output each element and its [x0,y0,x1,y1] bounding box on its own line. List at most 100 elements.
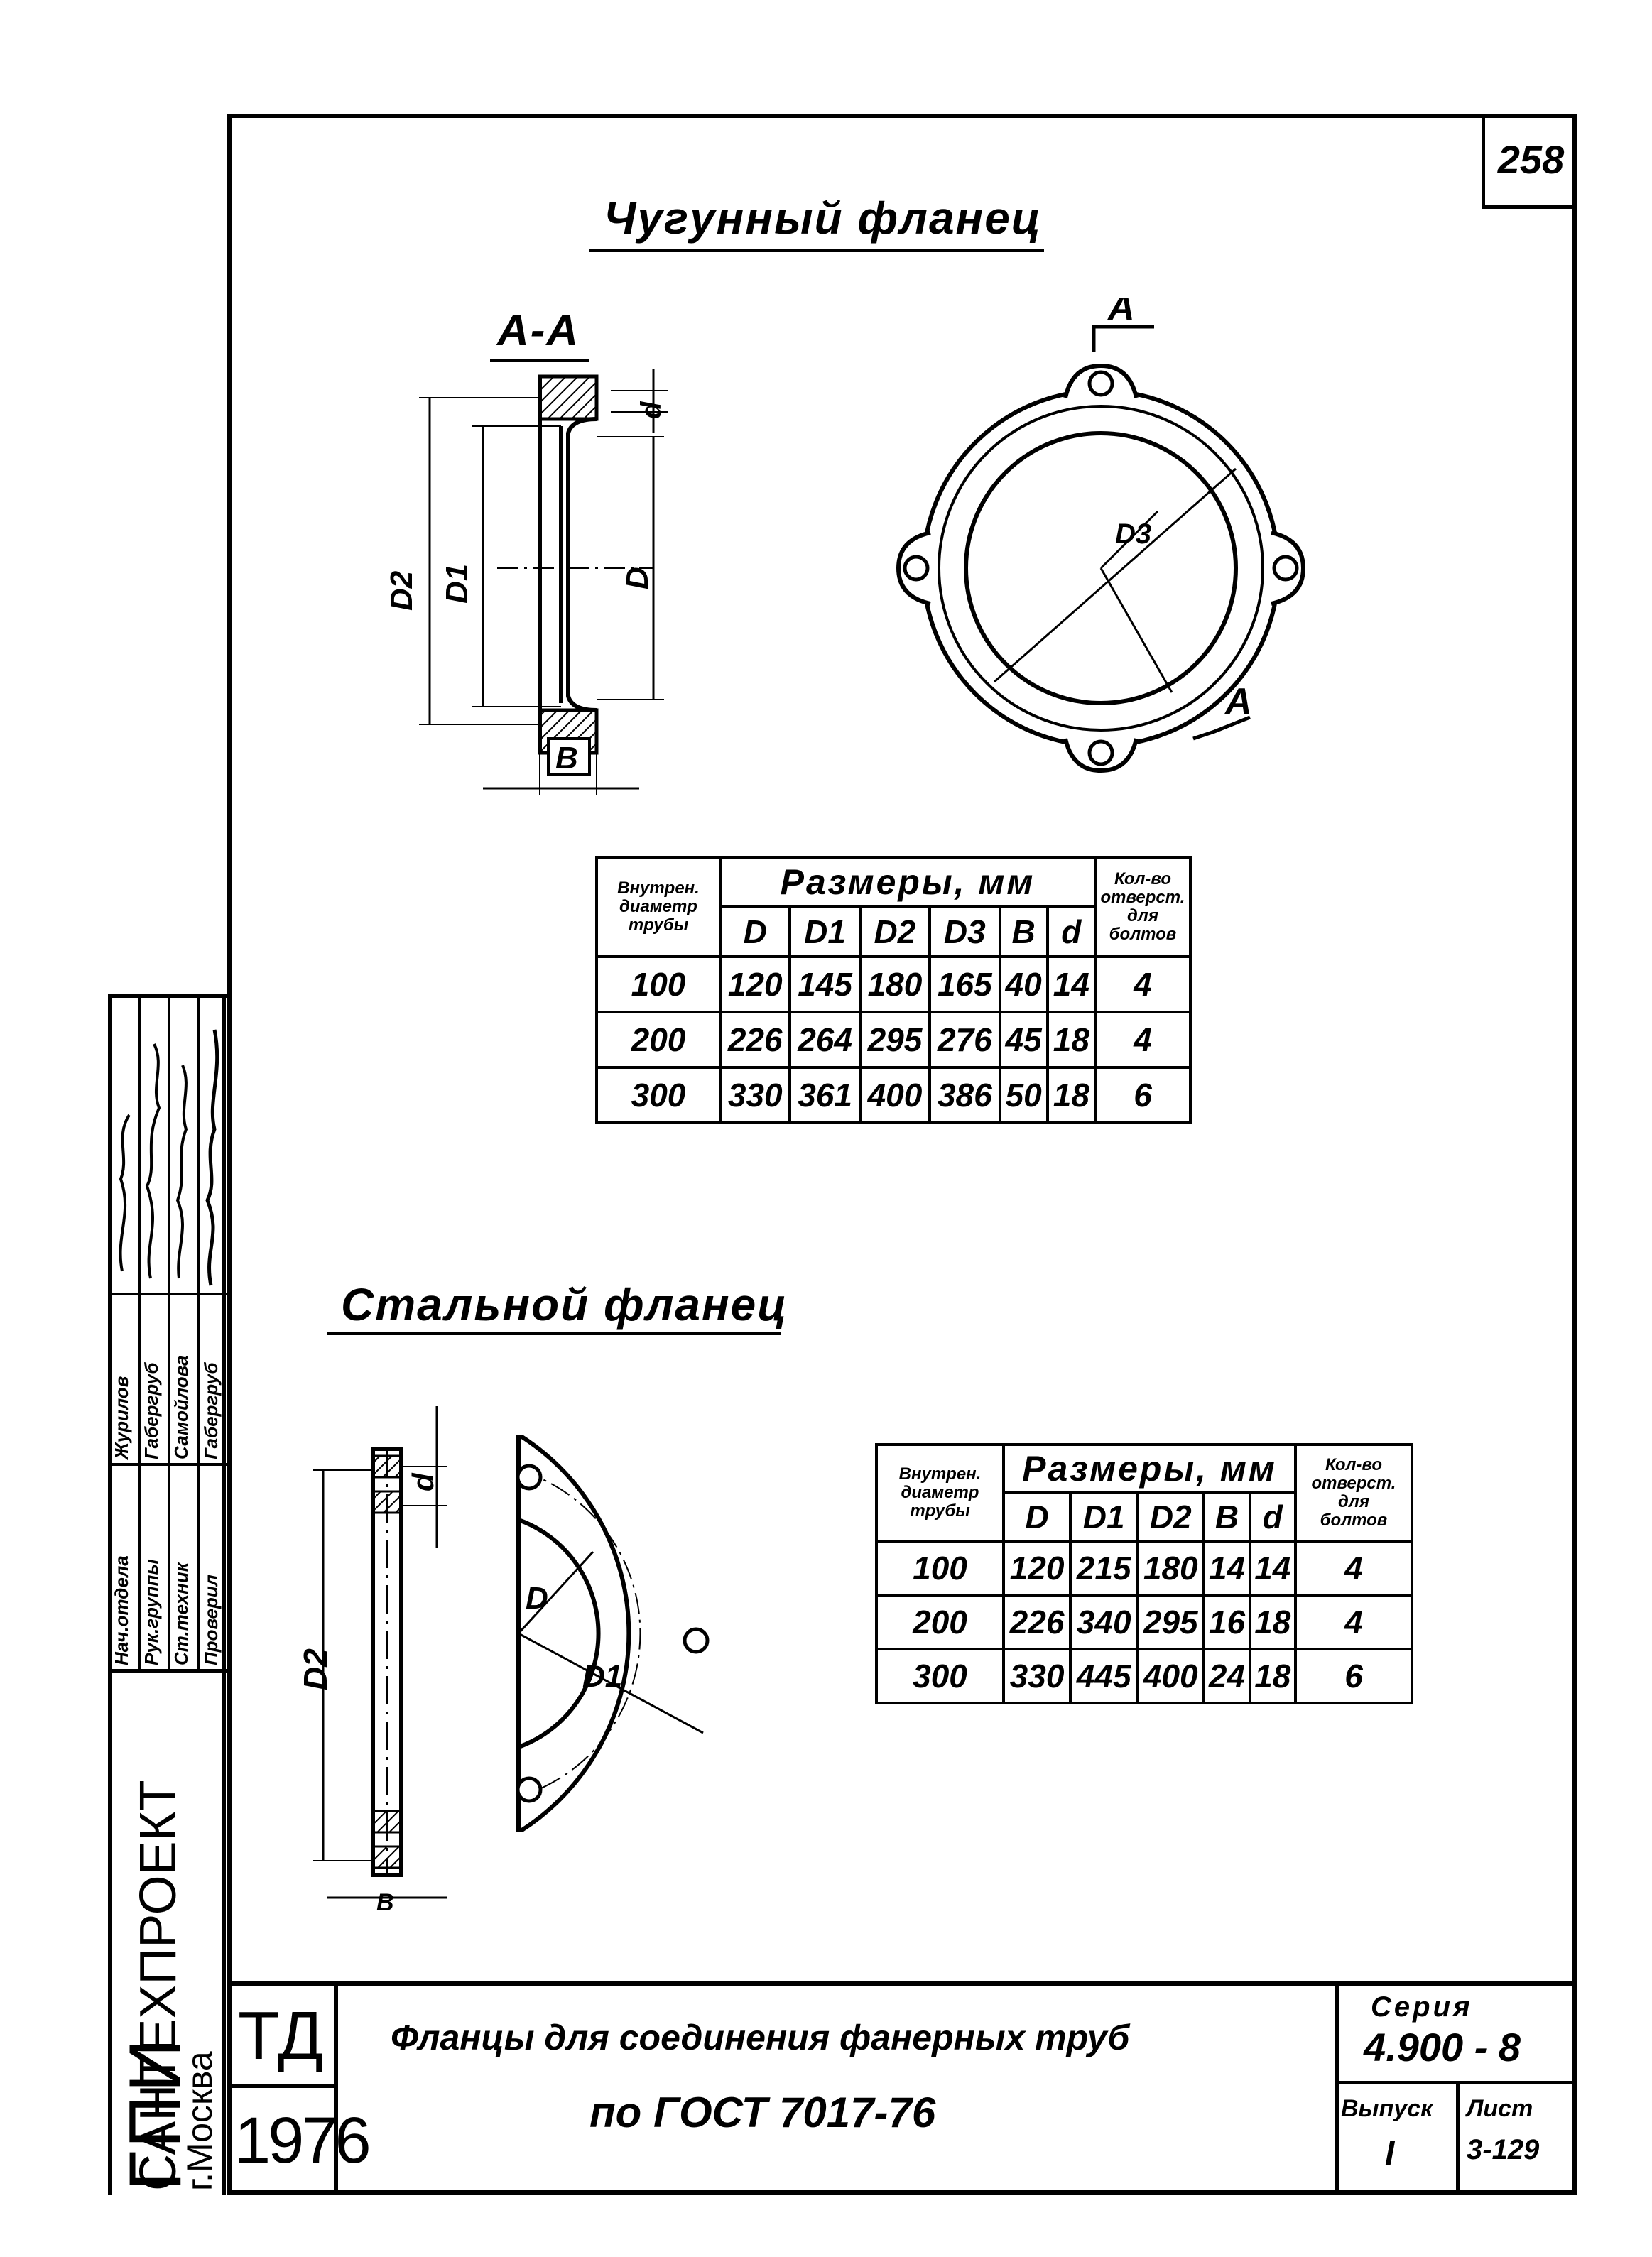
issue-value: I [1385,2135,1395,2172]
steel-front-view: D D1 [516,1435,710,1832]
col-inner-diam-header: Внутрен. диаметр трубы [875,1443,1005,1543]
steel-dim-d1-label: D1 [582,1659,622,1694]
role-3: Ст.техник [170,1562,192,1665]
series-value: 4.900 - 8 [1364,2025,1521,2070]
holes-line4: болтов [1109,925,1177,944]
table-cell: 14 [1202,1540,1251,1597]
subheader-cell: D3 [928,905,1001,958]
table-cell: 180 [858,955,932,1013]
table-cell: 50 [998,1066,1049,1124]
subheader-cell: d [1045,905,1097,958]
cut-label-bottom: А [1224,681,1252,722]
role-2: Рук.группы [141,1559,162,1665]
table-cell: 330 [718,1066,792,1124]
table-cell: 18 [1045,1011,1097,1069]
table-cell: 330 [1001,1648,1072,1704]
table-cell: 300 [875,1648,1005,1704]
col-sizes-header: Размеры, мм [1002,1443,1297,1494]
table-cell: 226 [1001,1594,1072,1650]
subheader-cell: D2 [1136,1491,1206,1543]
steel-title: Стальной фланец [341,1279,788,1330]
drawing-title-line1: Фланцы для соединения фанерных труб [391,2018,1130,2057]
sheet-label: Лист [1467,2095,1533,2122]
table-cell: 18 [1045,1066,1097,1124]
section-label-underline [490,359,589,362]
drawing-title-line2: по ГОСТ 7017-76 [589,2089,936,2136]
table-row: 300 330 361 400 386 50 18 6 [595,1066,1192,1124]
table-cell: 45 [998,1011,1049,1069]
sheet-number-box: 258 [1482,114,1577,209]
org-short: ТД [238,1998,324,2074]
name-4: Габергруб [200,1362,222,1459]
table-cell: 180 [1136,1540,1206,1597]
dim-d3-label: D3 [1115,518,1151,550]
holes-line3: для [1127,906,1158,925]
section-a-a-drawing: D2 D1 D d B [384,369,668,795]
table-cell: 445 [1069,1648,1139,1704]
table-cell: 100 [875,1540,1005,1597]
subheader-cell: d [1248,1491,1298,1543]
table-row: 200 226 264 295 276 45 18 4 [595,1011,1192,1069]
side-org-line3: г.Москва [180,2051,219,2191]
drawing-frame [227,114,1577,2195]
table-cell: 4 [1094,1011,1192,1069]
subheader-cell: D1 [1069,1491,1139,1543]
table-cell: 264 [788,1011,862,1069]
series-label: Серия [1371,1991,1473,2023]
table-cell: 18 [1248,1594,1298,1650]
table-cell: 18 [1248,1648,1298,1704]
table-cell: 4 [1294,1594,1413,1650]
table-cell: 14 [1248,1540,1298,1597]
signatures [119,1029,219,1286]
table-cell: 6 [1294,1648,1413,1704]
sheet-value: 3-129 [1467,2134,1540,2165]
table-cell: 340 [1069,1594,1139,1650]
steel-dim-d-label: d [406,1472,440,1491]
dim-d-label: D [620,567,655,589]
subheader-cell: B [1202,1491,1251,1543]
cast-iron-table: Внутрен. диаметр трубы Размеры, мм Кол-в… [595,856,1192,1124]
table-cell: 16 [1202,1594,1251,1650]
table-cell: 300 [595,1066,722,1124]
cast-iron-title: Чугунный фланец [604,192,1043,244]
steel-table: Внутрен. диаметр трубы Размеры, мм Кол-в… [875,1443,1413,1704]
subheader-cell: B [998,905,1049,958]
inner-diam-line1: Внутрен. [898,1464,982,1484]
table-row: 100 120 145 180 165 40 14 4 [595,955,1192,1013]
inner-diam-line3: трубы [628,915,689,935]
table-cell: 4 [1294,1540,1413,1597]
table-cell: 215 [1069,1540,1139,1597]
holes-line1: Кол-во [1114,869,1171,888]
table-cell: 400 [1136,1648,1206,1704]
subheader-cell: D2 [858,905,932,958]
col-holes-header: Кол-во отверст. для болтов [1094,856,1192,958]
inner-diam-line2: диаметр [619,897,697,916]
subheader-cell: D [718,905,792,958]
holes-line2: отверст. [1311,1474,1396,1493]
name-3: Самойлова [170,1355,192,1459]
subheader-cell: D [1001,1491,1072,1543]
side-stamp: ГПИ САНТЕХПРОЕКТ г.Москва [108,994,227,2195]
table-cell: 295 [858,1011,932,1069]
steel-dim-b-label: B [376,1889,394,1916]
col-inner-diam-header: Внутрен. диаметр трубы [595,856,722,958]
dim-d2-label: D2 [384,570,419,611]
col-sizes-header: Размеры, мм [719,856,1097,908]
table-cell: 276 [928,1011,1001,1069]
table-cell: 14 [1045,955,1097,1013]
col-holes-header: Кол-во отверст. для болтов [1294,1443,1413,1543]
steel-dim-d2-label: D2 [298,1648,334,1690]
table-cell: 200 [595,1011,722,1069]
dim-b-label: B [555,741,578,776]
table-cell: 226 [718,1011,792,1069]
dim-d1-label: D1 [440,564,474,604]
title-block: ТД 1976 Фланцы для соединения фанерных т… [227,1981,1577,2195]
table-cell: 400 [858,1066,932,1124]
year: 1976 [234,2104,371,2177]
holes-line1: Кол-во [1325,1455,1382,1474]
cut-label-top: А [1107,298,1135,328]
table-cell: 295 [1136,1594,1206,1650]
table-cell: 120 [1001,1540,1072,1597]
dim-small-d-label: d [636,401,667,419]
table-cell: 24 [1202,1648,1251,1704]
